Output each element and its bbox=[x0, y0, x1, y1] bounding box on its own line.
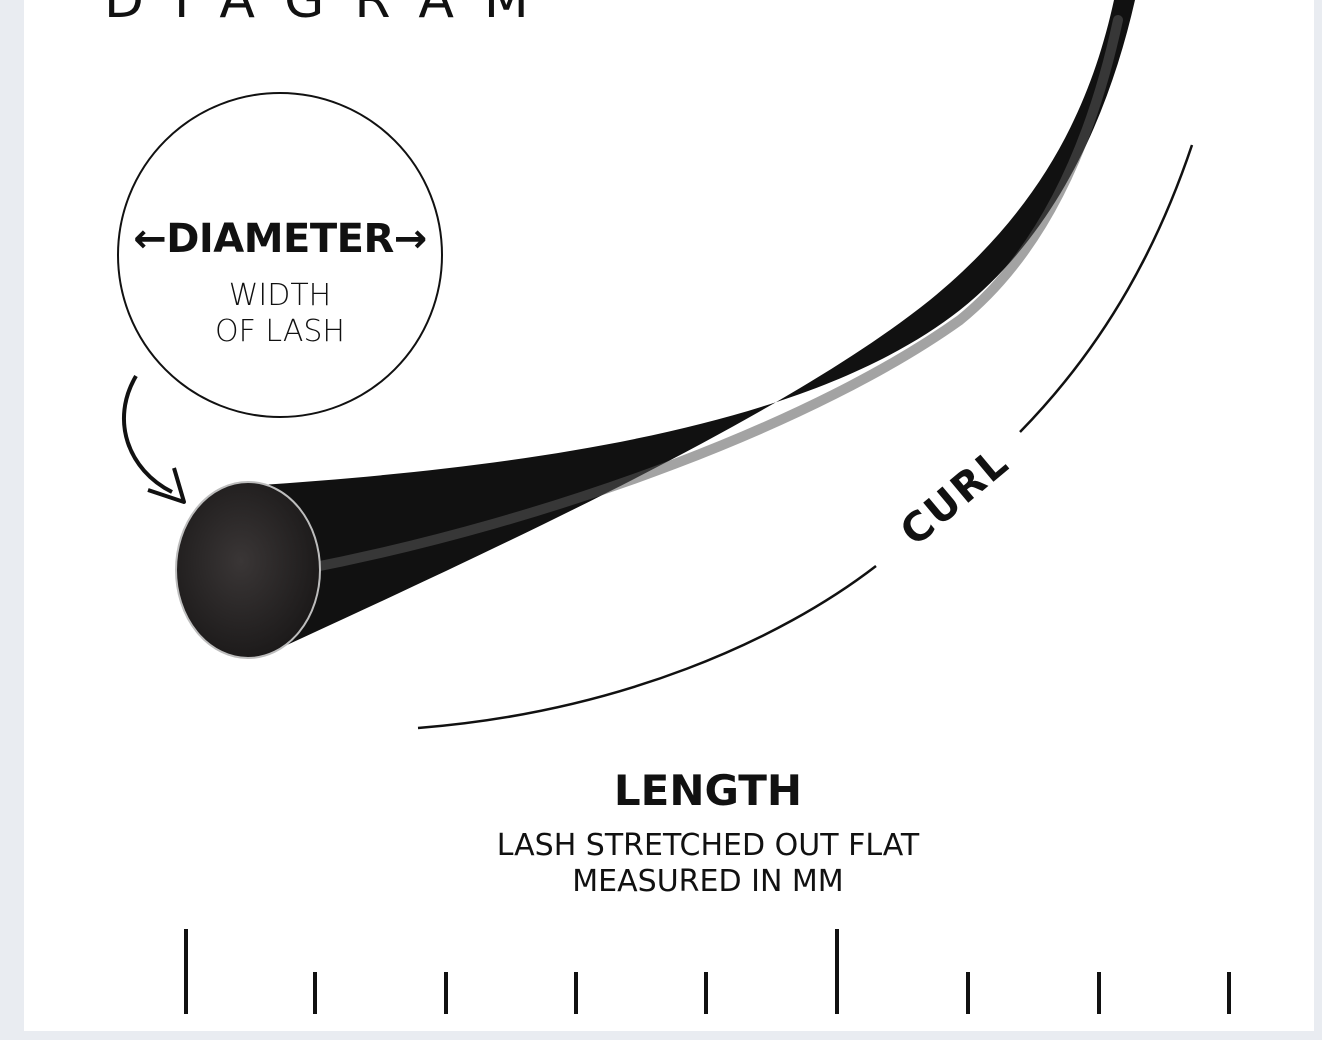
diameter-line-1: WIDTH bbox=[228, 278, 332, 313]
lash-cross-section bbox=[175, 481, 321, 659]
curl-arc bbox=[417, 565, 877, 730]
length-line-1: LASH STRETCHED OUT FLAT bbox=[496, 828, 920, 863]
lash-body bbox=[245, 0, 1135, 655]
arrow-head bbox=[147, 467, 186, 504]
arrow-curved-icon bbox=[121, 374, 173, 494]
diameter-description: WIDTH OF LASH bbox=[118, 278, 442, 350]
diameter-heading: ←DIAMETER→ bbox=[133, 216, 427, 262]
length-line-2: MEASURED IN MM bbox=[572, 864, 844, 899]
lash-body-highlight bbox=[295, 15, 1123, 575]
diameter-circle bbox=[117, 92, 443, 418]
curl-arc-upper bbox=[1019, 144, 1194, 433]
diameter-line-2: OF LASH bbox=[215, 314, 345, 349]
ruler-ticks bbox=[184, 929, 1231, 1014]
length-title: LENGTH bbox=[613, 766, 803, 815]
diagram-title: DIAGRAM bbox=[104, 0, 559, 30]
length-description: LASH STRETCHED OUT FLAT MEASURED IN MM bbox=[408, 828, 1008, 900]
